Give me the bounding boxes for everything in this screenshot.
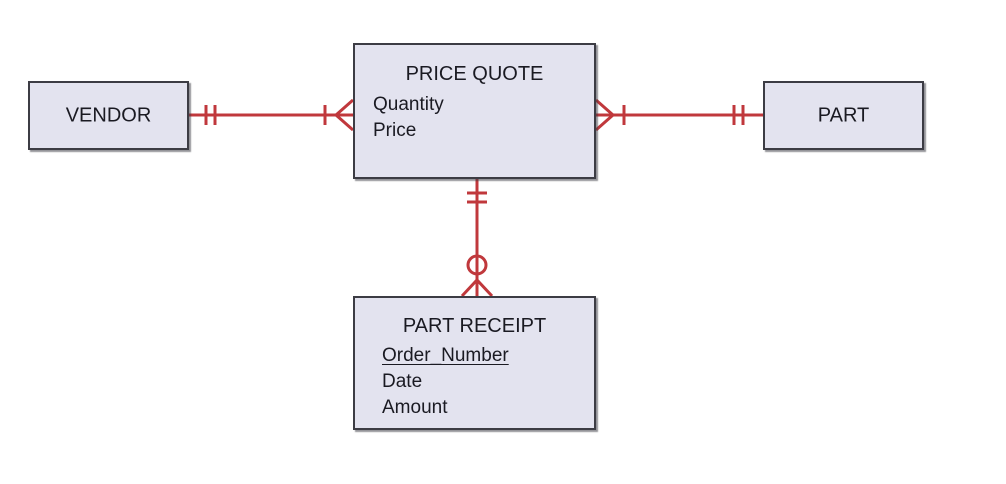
attribute-date: Date <box>382 371 423 392</box>
attribute-list: Quantity Price <box>373 92 444 144</box>
attribute-quantity: Quantity <box>373 94 444 115</box>
crows-foot <box>595 98 616 132</box>
attribute-order-number-key: Order_Number <box>382 345 509 366</box>
entity-price-quote[interactable]: PRICE QUOTE Quantity Price <box>353 43 596 179</box>
entity-part-receipt[interactable]: PART RECEIPT Order_Number Date Amount <box>353 296 596 430</box>
entity-title: PART <box>817 104 870 126</box>
attribute-price: Price <box>373 120 417 141</box>
relationship-price-quote-part-receipt <box>460 179 494 298</box>
entity-title: PART RECEIPT <box>402 315 547 337</box>
entity-part[interactable]: PART <box>763 81 924 150</box>
zero-circle <box>466 254 488 276</box>
relationship-vendor-price-quote <box>189 98 354 132</box>
attribute-list: Order_Number Date Amount <box>382 343 509 421</box>
crows-foot <box>333 98 354 132</box>
attribute-amount: Amount <box>382 397 448 418</box>
entity-title: PRICE QUOTE <box>405 63 544 85</box>
entity-title: VENDOR <box>65 104 152 126</box>
entity-vendor[interactable]: VENDOR <box>28 81 189 150</box>
crows-foot <box>460 277 494 298</box>
relationship-price-quote-part <box>595 98 763 132</box>
